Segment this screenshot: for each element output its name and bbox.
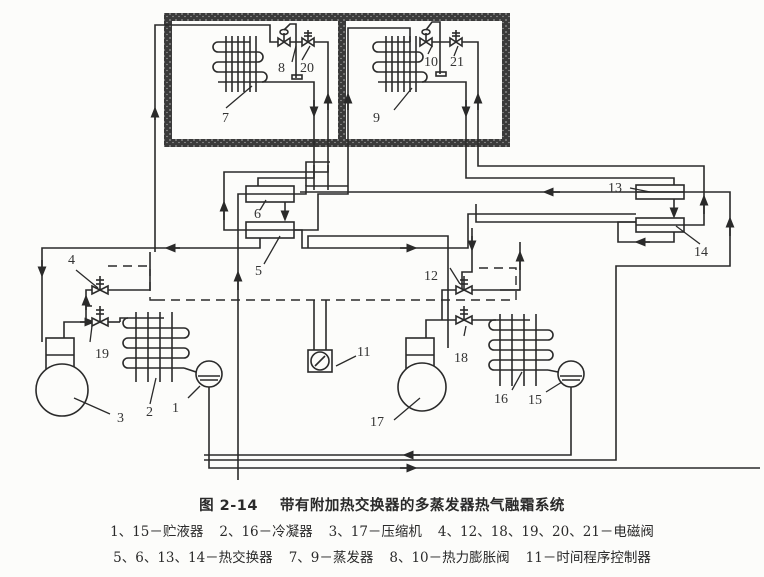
component-labels: 1 2 3 4 5 6 7 8 9 10 11 12 13 14 15 16 1… (68, 55, 708, 430)
sensing-bulb-8 (291, 74, 303, 80)
label-11: 11 (357, 345, 370, 360)
solenoid-valve-21 (449, 30, 463, 48)
legend-item: 11－时间程序控制器 (525, 550, 651, 566)
receiver-1 (195, 360, 223, 388)
label-7: 7 (222, 111, 229, 126)
label-6: 6 (254, 207, 261, 222)
legend-item: 8、10－热力膨胀阀 (389, 550, 510, 566)
label-20: 20 (300, 61, 314, 76)
pipe-suction-room2 (422, 81, 467, 165)
label-21: 21 (450, 55, 464, 70)
evaporator-9 (372, 36, 428, 92)
label-10: 10 (424, 55, 438, 70)
label-19: 19 (95, 347, 109, 362)
label-9: 9 (373, 111, 380, 126)
pipe-hotgas-room2 (432, 41, 479, 165)
control-wiring (108, 265, 517, 301)
legend-item: 1、15－贮液器 (110, 524, 204, 540)
figure-number: 图 2-14 (199, 498, 258, 514)
label-17: 17 (370, 415, 384, 430)
cold-room-left (164, 13, 344, 147)
solenoid-valve-18 (455, 306, 473, 326)
refrigeration-system-diagram: 1 2 3 4 5 6 7 8 9 10 11 12 13 14 15 16 1… (35, 13, 760, 480)
compressor-3 (35, 337, 89, 417)
label-5: 5 (255, 264, 262, 279)
legend-item: 2、16－冷凝器 (219, 524, 313, 540)
label-12: 12 (424, 269, 438, 284)
pipe-bulb-line-8 (283, 23, 297, 78)
legend-item: 7、9－蒸发器 (288, 550, 374, 566)
cold-room-right (338, 13, 510, 147)
legend-item: 4、12、18、19、20、21－电磁阀 (437, 524, 654, 540)
figure-legend-line-1: 1、15－贮液器 2、16－冷凝器 3、17－压缩机 4、12、18、19、20、21… (0, 520, 764, 540)
leader-lines (73, 45, 701, 421)
label-2: 2 (146, 405, 153, 420)
pipe-bulb-line-10 (425, 21, 441, 74)
legend-item: 5、6、13、14－热交换器 (113, 550, 273, 566)
evaporator-7 (212, 36, 268, 92)
time-program-controller-11 (307, 349, 333, 373)
condenser-16 (488, 314, 554, 386)
solenoid-valve-19 (91, 306, 109, 328)
label-3: 3 (117, 411, 124, 426)
label-16: 16 (494, 392, 508, 407)
solenoid-valve-12 (455, 276, 473, 296)
label-13: 13 (608, 181, 622, 196)
figure-legend-line-2: 5、6、13、14－热交换器 7、9－蒸发器 8、10－热力膨胀阀 11－时间程序控制… (0, 546, 764, 566)
figure-caption-title: 图 2-14 带有附加热交换器的多蒸发器热气融霜系统 (0, 494, 764, 515)
solenoid-valve-20 (301, 30, 315, 48)
legend-item: 3、17－压缩机 (328, 524, 422, 540)
sensing-bulb-10 (435, 71, 447, 77)
label-8: 8 (278, 61, 285, 76)
compressor-17 (397, 337, 447, 412)
condenser-2 (122, 312, 190, 382)
label-1: 1 (172, 401, 179, 416)
label-14: 14 (694, 245, 708, 260)
label-4: 4 (68, 253, 75, 268)
figure-title: 带有附加热交换器的多蒸发器热气融霜系统 (279, 498, 565, 514)
pipe-suction-room1 (262, 81, 315, 190)
label-15: 15 (528, 393, 542, 408)
label-18: 18 (454, 351, 468, 366)
receiver-15 (557, 360, 585, 388)
pipe-liquid-to-room1 (154, 24, 278, 252)
